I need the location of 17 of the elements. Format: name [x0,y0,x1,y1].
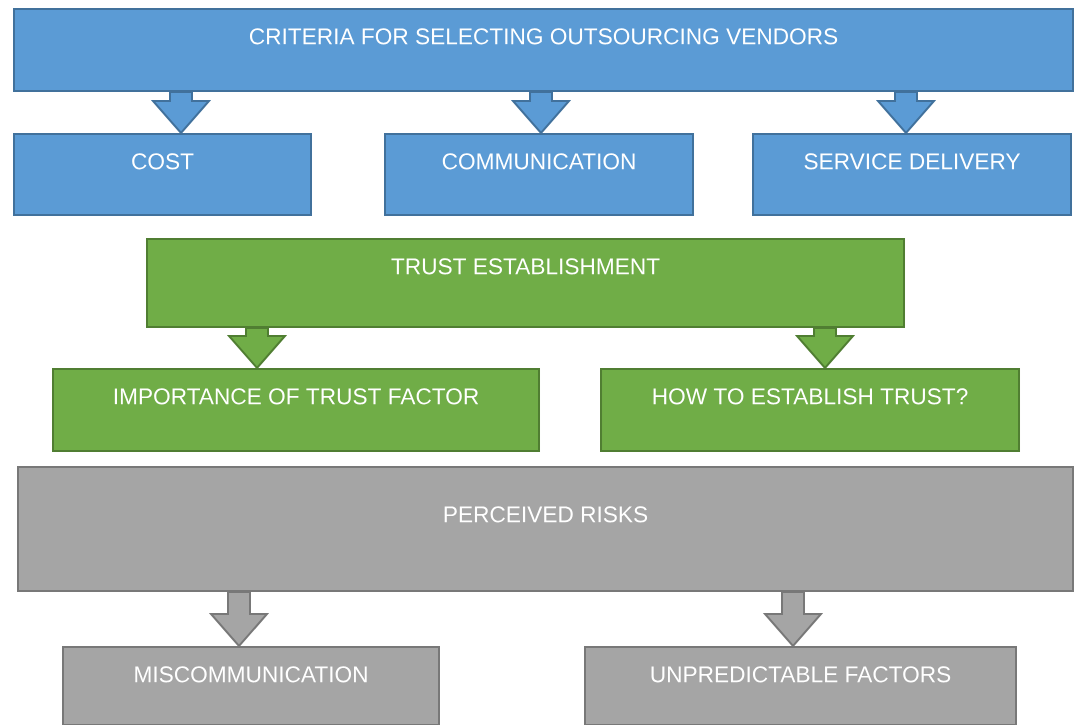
process-box: SERVICE DELIVERY [752,133,1072,216]
block-arrow [226,327,288,370]
block-arrow [762,591,824,648]
process-box: TRUST ESTABLISHMENT [146,238,905,328]
block-arrow [875,91,937,135]
block-arrow [150,91,212,135]
process-box: COMMUNICATION [384,133,694,216]
block-arrow [794,327,856,370]
process-box: COST [13,133,312,216]
process-box: UNPREDICTABLE FACTORS [584,646,1017,725]
process-box: CRITERIA FOR SELECTING OUTSOURCING VENDORS [13,8,1074,92]
block-arrow [208,591,270,648]
process-box: HOW TO ESTABLISH TRUST? [600,368,1020,452]
process-box: MISCOMMUNICATION [62,646,440,725]
process-box: IMPORTANCE OF TRUST FACTOR [52,368,540,452]
block-arrow [510,91,572,135]
process-box: PERCEIVED RISKS [17,466,1074,592]
